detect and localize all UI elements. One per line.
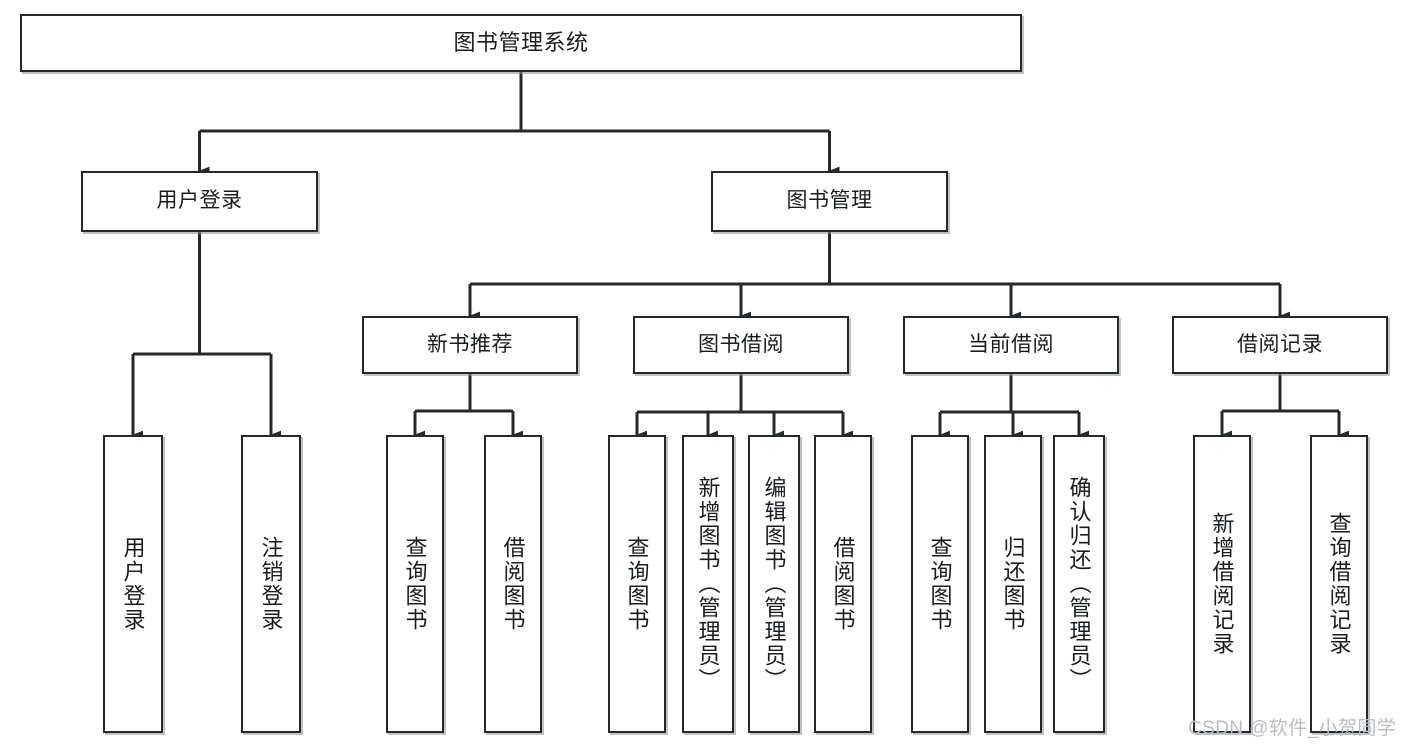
- node-leaf-query-book-1[interactable]: 查询图书: [386, 435, 444, 733]
- node-leaf-user-login[interactable]: 用户登录: [103, 435, 163, 733]
- node-leaf-confirm-return[interactable]: 确认归还（管理员）: [1053, 435, 1105, 733]
- node-label: 用户登录: [156, 189, 243, 213]
- node-leaf-query-book-3[interactable]: 查询图书: [911, 435, 969, 733]
- node-leaf-add-record[interactable]: 新增借阅记录: [1193, 435, 1251, 733]
- node-label: 归还图书: [1000, 536, 1026, 632]
- node-label: 借阅图书: [830, 536, 856, 632]
- node-book-manage[interactable]: 图书管理: [711, 171, 948, 232]
- node-label: 图书借阅: [698, 332, 784, 356]
- node-label: 图书管理: [786, 189, 873, 213]
- node-leaf-query-book-2[interactable]: 查询图书: [608, 435, 666, 733]
- node-label: 查询借阅记录: [1326, 512, 1352, 656]
- node-label: 新增图书（管理员）: [695, 476, 721, 692]
- node-label: 查询图书: [927, 536, 953, 632]
- node-leaf-borrow-book-2[interactable]: 借阅图书: [814, 435, 872, 733]
- node-leaf-return-book[interactable]: 归还图书: [984, 435, 1042, 733]
- node-label: 新书推荐: [427, 332, 513, 356]
- node-label: 用户登录: [120, 536, 146, 632]
- node-user-login[interactable]: 用户登录: [81, 171, 318, 232]
- node-leaf-logout[interactable]: 注销登录: [241, 435, 301, 733]
- node-label: 新增借阅记录: [1209, 512, 1235, 656]
- node-current-borrow[interactable]: 当前借阅: [903, 316, 1119, 374]
- node-label: 编辑图书（管理员）: [761, 476, 787, 692]
- node-leaf-borrow-book-1[interactable]: 借阅图书: [484, 435, 542, 733]
- node-root[interactable]: 图书管理系统: [20, 14, 1022, 72]
- node-label: 查询图书: [624, 536, 650, 632]
- node-leaf-edit-book[interactable]: 编辑图书（管理员）: [748, 435, 800, 733]
- node-label: 查询图书: [402, 536, 428, 632]
- node-label: 借阅图书: [500, 536, 526, 632]
- node-label: 注销登录: [258, 536, 284, 632]
- node-borrow-record[interactable]: 借阅记录: [1172, 316, 1388, 374]
- node-label: 当前借阅: [968, 332, 1054, 356]
- node-leaf-add-book[interactable]: 新增图书（管理员）: [682, 435, 734, 733]
- node-leaf-query-record[interactable]: 查询借阅记录: [1310, 435, 1368, 733]
- node-new-book-rec[interactable]: 新书推荐: [362, 316, 578, 374]
- node-book-borrow[interactable]: 图书借阅: [633, 316, 849, 374]
- node-label: 图书管理系统: [453, 30, 589, 56]
- node-label: 确认归还（管理员）: [1066, 476, 1092, 692]
- node-label: 借阅记录: [1237, 332, 1323, 356]
